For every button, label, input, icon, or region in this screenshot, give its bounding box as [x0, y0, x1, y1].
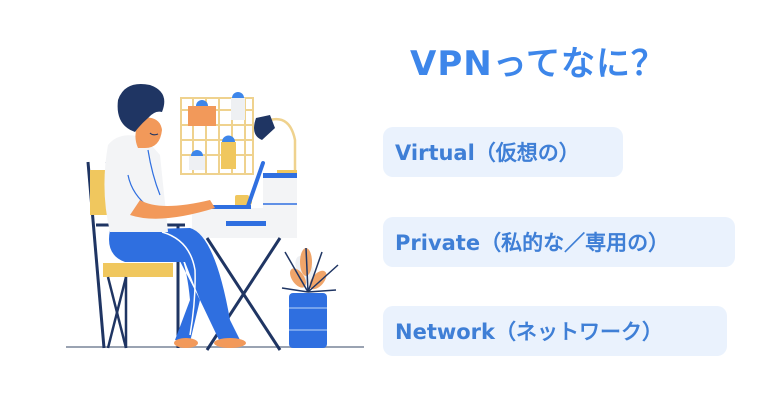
term-private: Private（私的な／専用の） — [383, 217, 735, 267]
desk-lamp-icon — [254, 115, 297, 174]
drawer-unit — [263, 173, 297, 213]
note-white-small — [189, 156, 205, 170]
term-network: Network（ネットワーク） — [383, 306, 727, 356]
term-label: Network（ネットワーク） — [395, 320, 664, 344]
person-at-laptop-illustration — [66, 84, 364, 351]
potted-plant-icon — [281, 247, 339, 348]
person — [104, 84, 246, 348]
term-label: Virtual（仮想の） — [395, 141, 580, 165]
term-virtual: Virtual（仮想の） — [383, 127, 623, 177]
laptop-icon — [191, 161, 265, 209]
note-orange — [188, 106, 216, 126]
note-white — [231, 98, 245, 120]
mug-icon — [235, 195, 249, 207]
term-label: Private（私的な／専用の） — [395, 231, 670, 255]
note-yellow — [221, 142, 236, 169]
page-title: VPNってなに？ — [410, 44, 666, 84]
desk-drawer-handle — [226, 221, 266, 226]
